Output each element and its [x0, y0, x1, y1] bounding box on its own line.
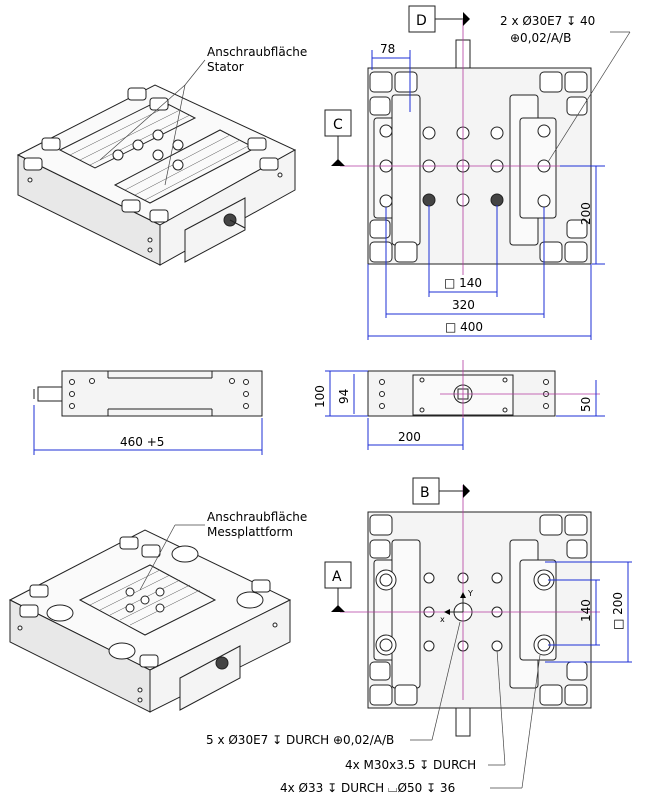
- axis-y: Y: [467, 589, 473, 598]
- dim-50: 50: [579, 397, 593, 412]
- dim-front-200: 200: [398, 430, 421, 444]
- datum-A: A: [332, 569, 342, 585]
- datum-D: D: [416, 13, 427, 29]
- dim-400: □ 400: [445, 320, 483, 334]
- dim-100: 100: [313, 385, 327, 408]
- isometric-view-platform: [8, 524, 292, 713]
- isometric-view-stator: [16, 59, 297, 266]
- top-holes-callout-2: ⊕0,02/A/B: [510, 31, 571, 45]
- stator-surface-label-2: Stator: [207, 60, 244, 74]
- bottom-view: [324, 477, 632, 789]
- front-view: [325, 360, 605, 450]
- platform-surface-label-2: Messplattform: [207, 525, 293, 539]
- platform-surface-label-1: Anschraubfläche: [207, 510, 307, 524]
- bottom-holes-callout: 5 x Ø30E7 ↧ DURCH ⊕0,02/A/B: [206, 733, 394, 747]
- dim-460: 460 +5: [120, 435, 164, 449]
- dim-bottom-140: 140: [579, 599, 593, 622]
- side-view: [33, 370, 263, 455]
- dim-top-140: □ 140: [444, 276, 482, 290]
- dim-78: 78: [380, 42, 395, 56]
- axis-x: x: [440, 615, 445, 624]
- top-view: [324, 5, 631, 340]
- datum-C: C: [333, 117, 343, 133]
- dim-top-200: 200: [579, 202, 593, 225]
- stator-surface-label-1: Anschraubfläche: [207, 45, 307, 59]
- bottom-threads-callout: 4x M30x3.5 ↧ DURCH: [345, 758, 476, 772]
- dim-94: 94: [337, 389, 351, 404]
- datum-B: B: [420, 485, 430, 501]
- dim-bottom-200: □ 200: [611, 592, 625, 630]
- top-holes-callout-1: 2 x Ø30E7 ↧ 40: [500, 14, 595, 28]
- dim-320: 320: [452, 298, 475, 312]
- bottom-counterbore-callout: 4x Ø33 ↧ DURCH ⌴Ø50 ↧ 36: [280, 781, 455, 795]
